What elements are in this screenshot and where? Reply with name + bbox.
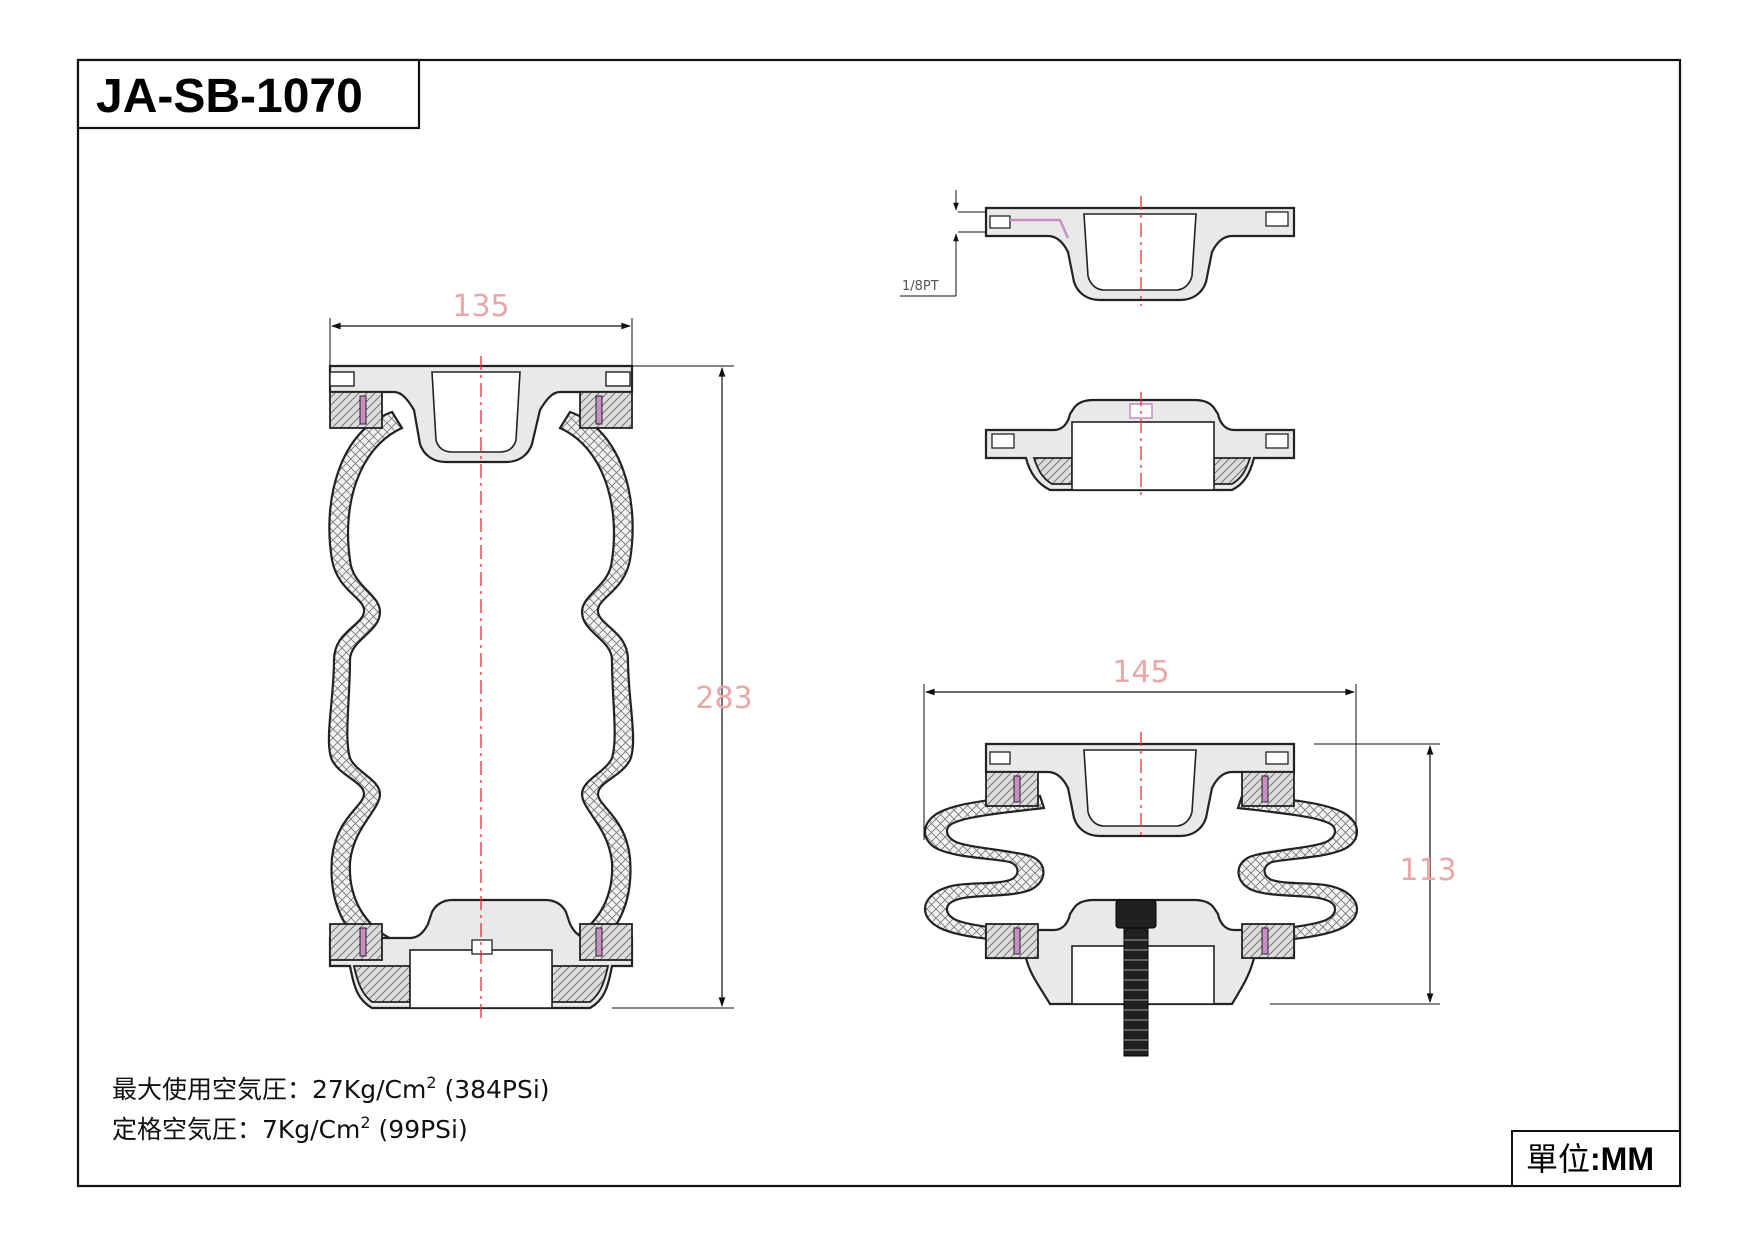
title-block: JA-SB-1070 — [76, 58, 421, 130]
dimension-height-main: 283 — [695, 681, 752, 716]
extended-air-spring-view: 135 283 — [327, 289, 753, 1018]
compressed-air-spring-view: 145 113 — [923, 655, 1457, 1057]
top-clamp-left — [329, 391, 383, 429]
air-port-left — [329, 371, 355, 387]
mounting-bolt — [1115, 899, 1157, 1057]
top-seat-left — [359, 395, 367, 425]
top-plate-cavity — [431, 371, 521, 453]
unit-block: 單位:MM — [1511, 1130, 1681, 1187]
bottom-plate-detail-view — [984, 392, 1296, 496]
bottom-clamp-right — [579, 923, 633, 961]
bellows-right-wall — [558, 410, 635, 960]
max-pressure-spec: 最大使用空気圧：27Kg/Cm2 (384PSi) — [112, 1073, 550, 1104]
compressed-folds-right — [1236, 794, 1359, 946]
sheet-border — [76, 58, 1682, 1188]
bottom-detail-cavity — [1071, 421, 1215, 491]
compressed-folds-left — [923, 794, 1046, 946]
thread-port-label: 1/8PT — [902, 279, 939, 294]
bellows-left-wall — [327, 410, 404, 960]
top-clamp-right — [579, 391, 633, 429]
rated-pressure-spec: 定格空気圧：7Kg/Cm2 (99PSi) — [112, 1113, 468, 1144]
dimension-width-main: 135 — [452, 289, 509, 324]
bottom-plate-hatch-right — [551, 965, 610, 1003]
bottom-center-port — [471, 939, 493, 955]
bottom-clamp-left — [329, 923, 383, 961]
bottom-plate-hatch-left — [352, 965, 411, 1003]
bolt-hole-top-right — [605, 371, 631, 387]
dimension-width-compressed: 145 — [1112, 655, 1169, 690]
bottom-seat-right — [595, 927, 603, 957]
top-plate-detail-view: 1/8PT — [900, 190, 1296, 306]
dimension-height-compressed: 113 — [1399, 853, 1456, 888]
unit-label: 單位:MM — [1526, 1140, 1654, 1178]
part-number-title: JA-SB-1070 — [96, 70, 363, 123]
top-detail-cavity — [1083, 213, 1197, 291]
top-seat-right — [595, 395, 603, 425]
pressure-specs: 最大使用空気圧：27Kg/Cm2 (384PSi) 定格空気圧：7Kg/Cm2 … — [112, 1073, 550, 1144]
bottom-seat-left — [359, 927, 367, 957]
air-passage — [1010, 218, 1070, 239]
